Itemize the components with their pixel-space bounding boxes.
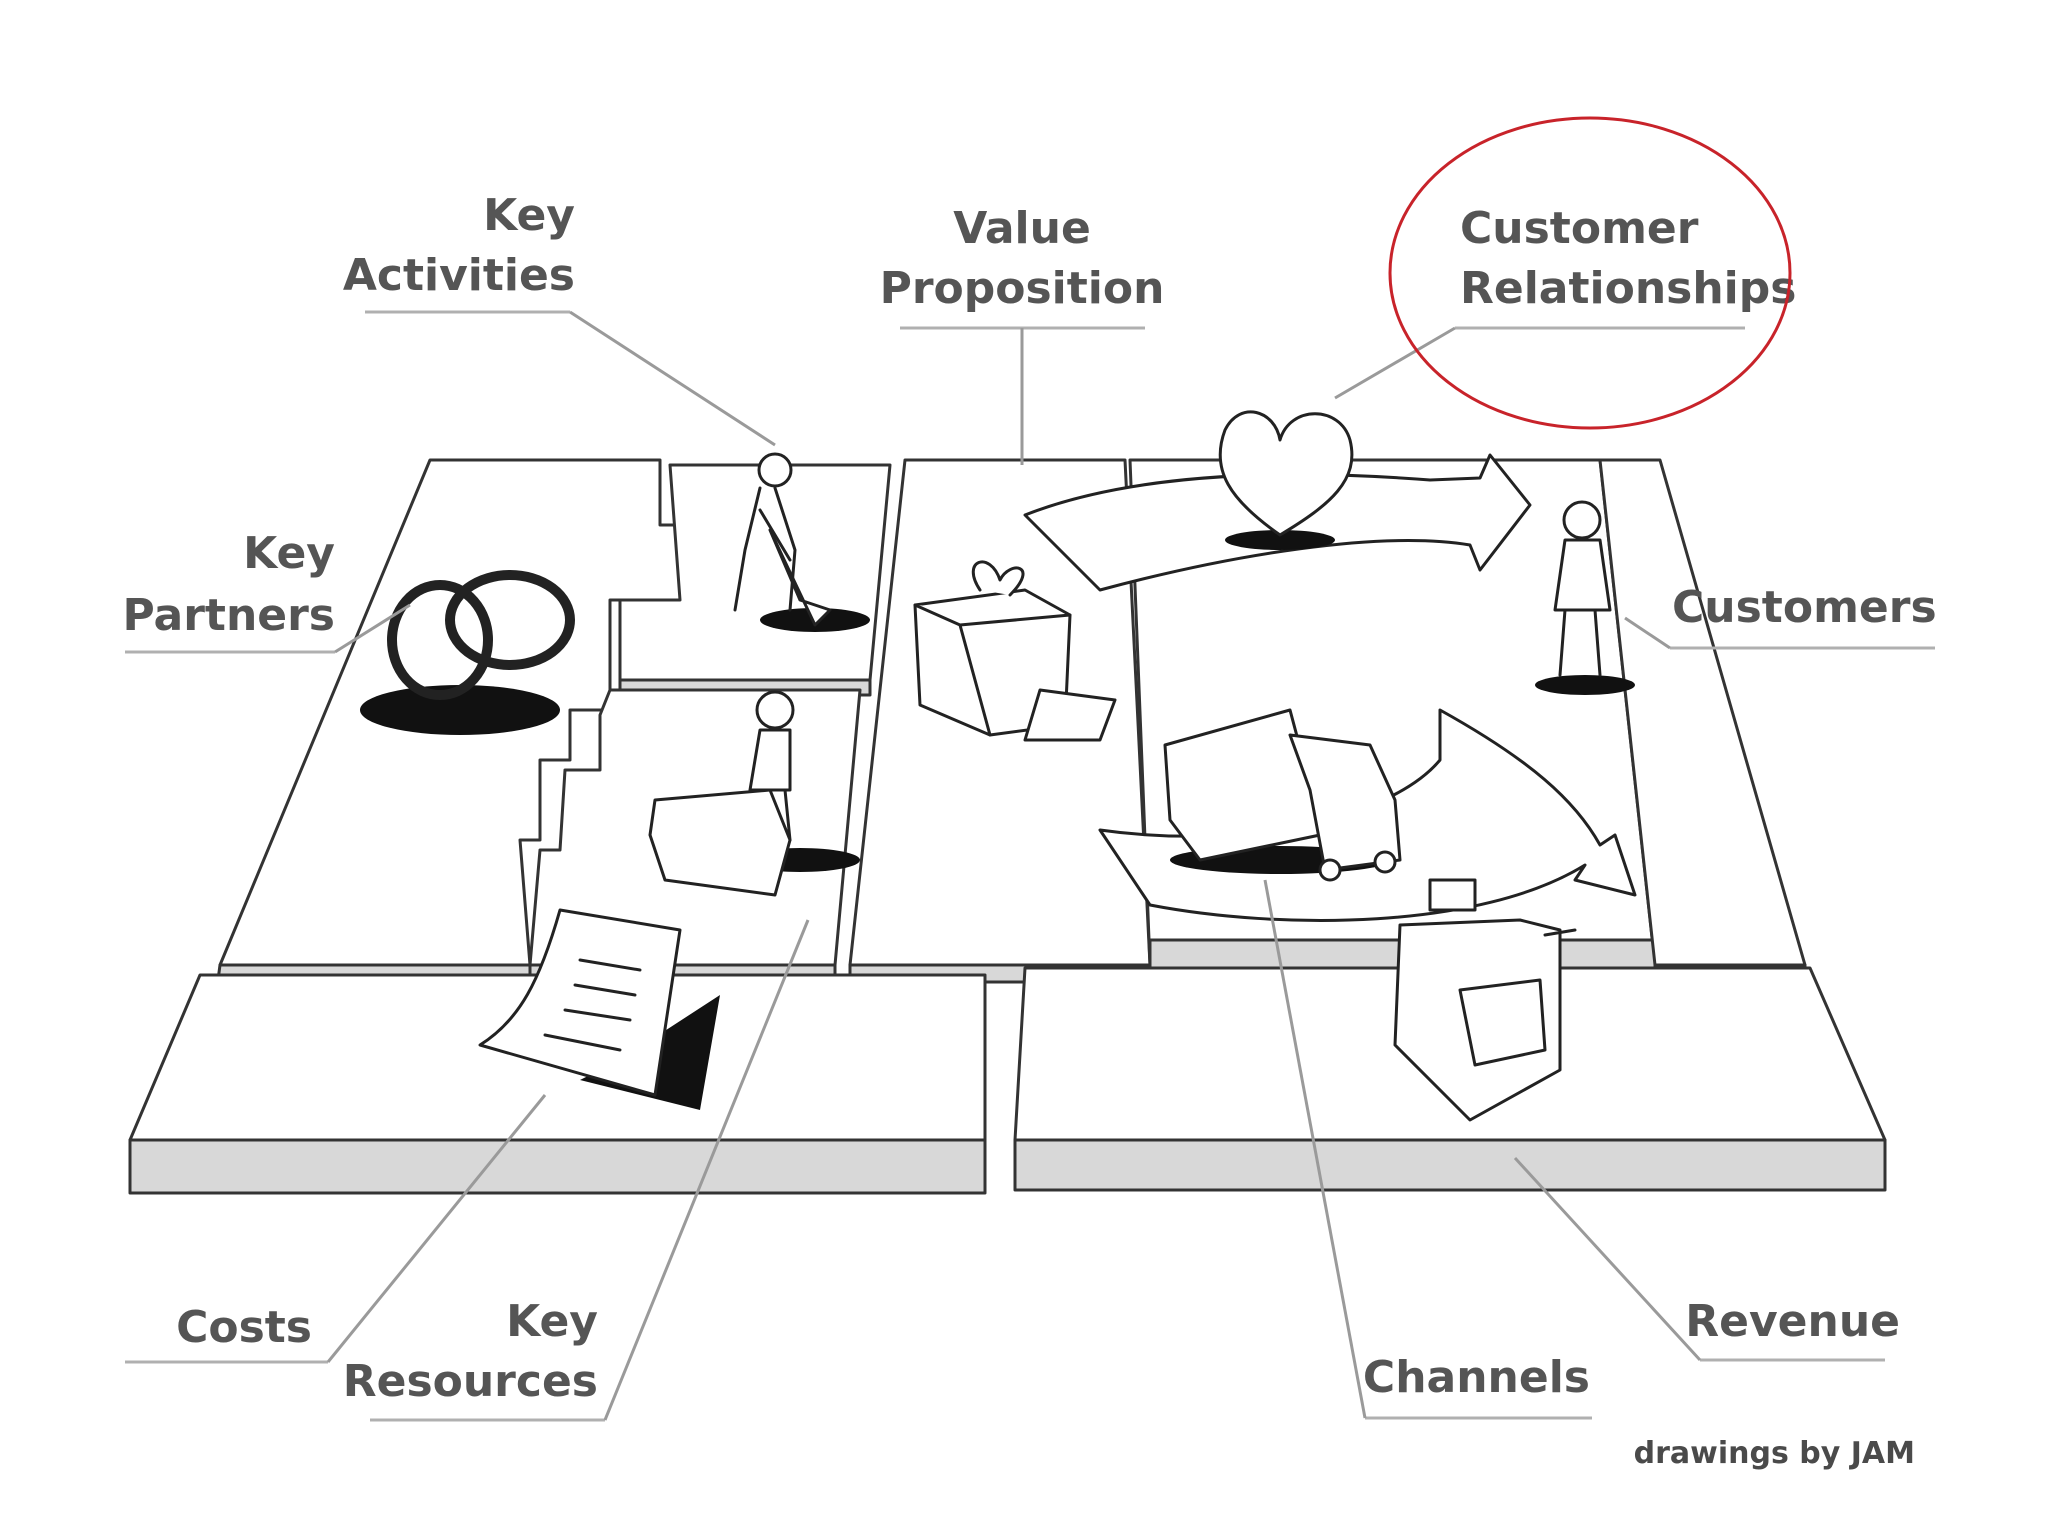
revenue-block-side [1013,1138,1887,1192]
key-resources-line-1: Key [506,1296,598,1347]
value-proposition-line-1: Value [953,203,1091,254]
label-customers: Customers [1624,582,1937,650]
key-partners-line-1: Key [243,528,335,579]
canvas-board [128,453,1887,1195]
revenue-line-1: Revenue [1685,1296,1900,1347]
delivery-truck-icon [1163,708,1402,882]
key-activities-line-2: Activities [343,250,575,301]
key-activities-line-1: Key [483,190,575,241]
label-customer-relationships: Customer Relationships [1334,116,1796,430]
heart-icon [1218,410,1354,550]
label-value-proposition: Value Proposition [880,203,1165,465]
standing-person-icon [1535,500,1635,695]
drawings-credit: drawings by JAM [1634,1436,1915,1471]
channels-line-1: Channels [1363,1352,1590,1403]
label-revenue: Revenue [1513,1156,1900,1362]
label-costs: Costs [125,1094,547,1364]
costs-block-side [128,1138,987,1195]
customers-line-1: Customers [1672,582,1937,633]
label-key-resources: Key Resources [343,919,810,1422]
gift-box-icon [913,560,1117,742]
person-digging-icon [733,452,870,632]
customer-relationships-line-1: Customer [1460,203,1699,254]
invoice-paper-icon [478,908,720,1110]
label-channels: Channels [1263,879,1592,1420]
value-proposition-line-2: Proposition [880,263,1165,314]
label-key-activities: Key Activities [343,190,776,447]
key-partners-line-2: Partners [122,590,335,641]
customer-relationships-highlight-circle [1388,116,1792,430]
person-with-machine-icon [648,690,860,897]
costs-line-1: Costs [176,1302,312,1353]
interlocked-rings-icon [360,570,575,735]
label-key-partners: Key Partners [122,528,411,654]
customer-relationships-line-2: Relationships [1460,263,1796,314]
key-resources-line-2: Resources [343,1356,598,1407]
cash-register-icon [1393,878,1577,1122]
